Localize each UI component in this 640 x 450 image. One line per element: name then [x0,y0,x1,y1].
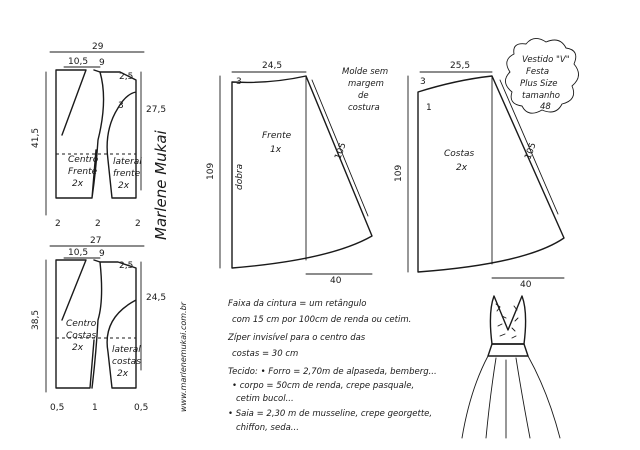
dress-bodice [489,295,527,345]
signature: Marlene Mukai [152,129,170,240]
seam-note-3: de [358,91,369,101]
instruction-line-2: com 15 cm por 100cm de renda ou cetim. [232,315,411,325]
instruction-line-3: Zíper invisível para o centro das [227,333,366,343]
title-line-5: 48 [540,102,551,112]
dim-shoulder: 10,5 [68,57,88,67]
hem-left-back: 0,5 [50,403,64,413]
dim-side-back: 24,5 [146,293,166,303]
hem-mid: 2 [95,219,101,229]
title-bubble: Vestido "V" Festa Plus Size tamanho 48 [505,38,579,114]
back-center-label-2: Costas [66,331,97,341]
dim-line-skirt-back-side [499,79,559,215]
front-center-label-1: Centro [68,155,99,165]
back-center-label-3: 2x [72,343,84,353]
title-line-1: Vestido "V" [522,55,570,65]
dim-height-back: 38,5 [31,310,41,330]
dress-waistband [487,343,529,357]
dim-side: 27,5 [146,105,166,115]
dim-neck-drop: 2,5 [119,72,133,82]
dim-armhole: 3 [118,101,124,111]
instructions-block: Faixa da cintura = um retângulo com 15 c… [227,299,437,433]
instruction-line-8: • Saia = 2,30 m de musseline, crepe geor… [228,409,432,419]
dim-skirt-front-side: 105 [333,141,348,161]
front-side-label-1: lateral [113,157,142,167]
dim-width-back: 27 [90,236,101,246]
hem-left: 2 [55,219,61,229]
skirt-front-pattern: 24,5 3 109 105 40 dobra Frente 1x [206,61,373,286]
seam-note-4: costura [348,103,380,113]
front-center-label-2: Frente [68,167,98,177]
back-bodice-outline [55,259,137,389]
skirt-back-pattern: 25,5 3 1 109 105 40 Costas 2x [394,61,565,290]
skirt-back-outline [417,75,565,273]
back-side-label-2: costas [112,357,141,367]
back-side-label-3: 2x [117,369,129,379]
front-side-label-3: 2x [118,181,130,191]
dress-sketch [461,295,561,439]
dim-skirt-back-side: 105 [523,141,538,161]
skirt-front-outline [231,75,373,269]
dim-skirt-front-hem: 40 [330,276,342,286]
skirt-front-label-2: 1x [270,145,282,155]
dim-line-skirt-front-side [311,79,369,217]
back-center-label-1: Centro [66,319,97,329]
title-line-3: Plus Size [520,79,557,89]
dim-neck: 9 [99,58,105,68]
dim-neck-drop-back: 2,5 [119,261,133,271]
dress-lace-pattern [495,303,519,339]
seam-note-2: margem [348,79,384,89]
dim-skirt-front-length: 109 [206,163,216,180]
instruction-line-1: Faixa da cintura = um retângulo [228,299,366,309]
dim-neck-back: 9 [99,249,105,259]
instruction-line-9: chiffon, seda... [236,423,299,433]
skirt-back-label-1: Costas [444,149,475,159]
hem-right-back: 0,5 [134,403,148,413]
dim-height: 41,5 [31,128,41,148]
title-bubble-shape [505,38,579,114]
website: www.marlenemukai.com.br [179,301,188,412]
instruction-line-4: costas = 30 cm [232,349,298,359]
dim-shoulder-back: 10,5 [68,248,88,258]
front-bodice-pattern: 29 10,5 9 2,5 3 41,5 27,5 Centro Frente … [31,42,166,229]
front-center-label-3: 2x [72,179,84,189]
dress-skirt [461,355,561,439]
front-side-label-2: frente [113,169,141,179]
instruction-line-6: • corpo = 50cm de renda, crepe pasquale, [232,381,414,391]
title-line-4: tamanho [522,91,560,101]
dim-skirt-back-mark: 1 [426,103,432,113]
hem-mid-back: 1 [92,403,98,413]
front-bodice-outline [55,69,137,199]
seam-note-1: Molde sem [342,67,388,77]
back-bodice-pattern: 27 10,5 9 2,5 38,5 24,5 Centro Costas 2x… [31,236,166,413]
dim-width: 29 [92,42,104,52]
title-line-2: Festa [526,67,549,77]
instruction-line-5: Tecido: • Forro = 2,70m de alpaseda, bem… [228,367,437,377]
dim-skirt-back-hem: 40 [520,280,532,290]
dim-skirt-back-drop: 3 [420,77,426,87]
hem-right: 2 [135,219,141,229]
dim-skirt-back-length: 109 [394,165,404,182]
instruction-line-7: cetim bucol... [236,394,294,404]
skirt-front-fold: dobra [235,164,245,190]
skirt-front-label-1: Frente [262,131,292,141]
back-side-label-1: lateral [112,345,141,355]
skirt-back-label-2: 2x [456,163,468,173]
dim-skirt-front-top: 24,5 [262,61,282,71]
dim-skirt-back-top: 25,5 [450,61,470,71]
